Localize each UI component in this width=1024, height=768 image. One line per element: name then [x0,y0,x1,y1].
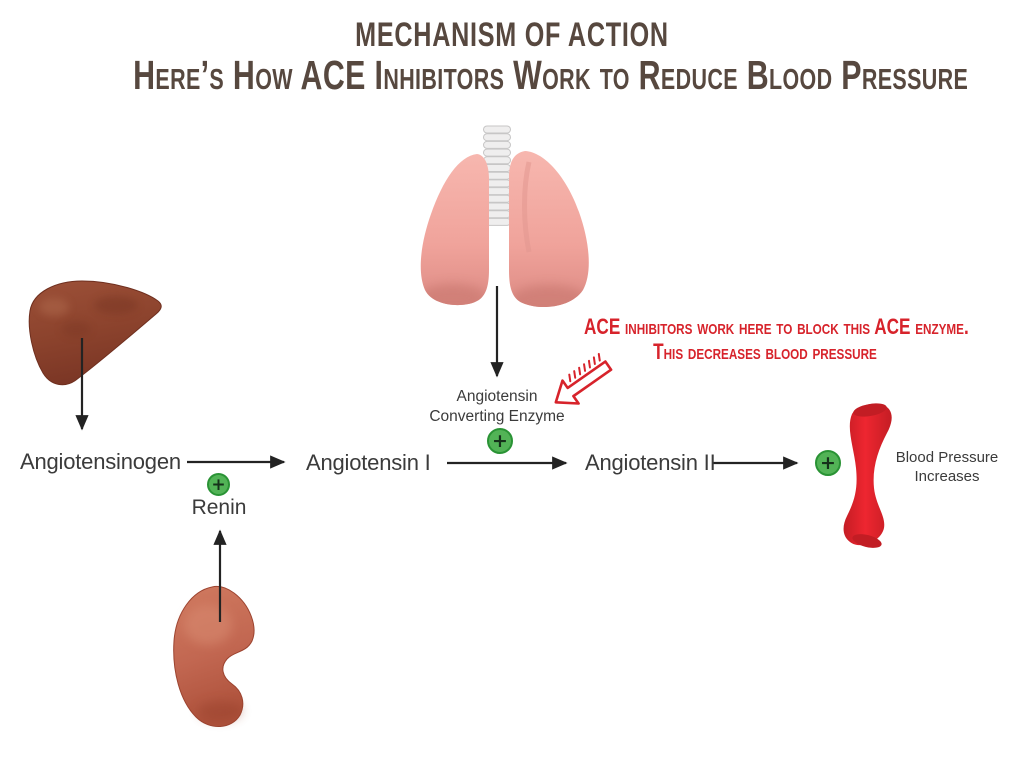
ace-inhibitor-annotation: ACE inhibitors work here to block this A… [584,314,969,364]
page-subtitle: Here’s How ACE Inhibitors Work to Reduce… [133,52,969,98]
lungs-icon [420,125,589,308]
label-angiotensin-ii: Angiotensin II [585,450,716,475]
vessel-plus-badge: + [815,450,841,476]
label-ace-line-1: Angiotensin [456,388,538,405]
liver-icon [28,280,162,386]
lung-lobes [420,151,589,308]
ace-plus-badge: + [487,428,513,454]
vessel-shape [843,403,892,548]
label-ace-line-2: Converting Enzyme [429,408,565,425]
label-bp-line-2: Increases [914,468,980,485]
label-renin: Renin [191,496,247,519]
annotation-line-2: This decreases blood pressure [653,339,877,364]
trachea-icon [483,125,511,226]
label-ace: Angiotensin Converting Enzyme [429,387,564,427]
annotation-arrow-icon [554,352,613,405]
blood-vessel-icon [843,403,892,548]
label-blood-pressure: Blood Pressure Increases [896,448,999,486]
renin-plus-badge: + [207,473,230,496]
annotation-line-1: ACE inhibitors work here to block this A… [584,314,969,339]
plus-icon: + [492,430,508,452]
liver-shape [28,280,162,386]
label-angiotensinogen: Angiotensinogen [20,449,181,474]
page-title: MECHANISM OF ACTION [355,16,669,54]
plus-icon: + [211,474,226,495]
label-bp-line-1: Blood Pressure [895,449,999,466]
kidney-shape [173,585,255,727]
plus-icon: + [820,452,836,474]
label-angiotensin-i: Angiotensin I [306,450,431,475]
kidney-icon [173,585,255,727]
